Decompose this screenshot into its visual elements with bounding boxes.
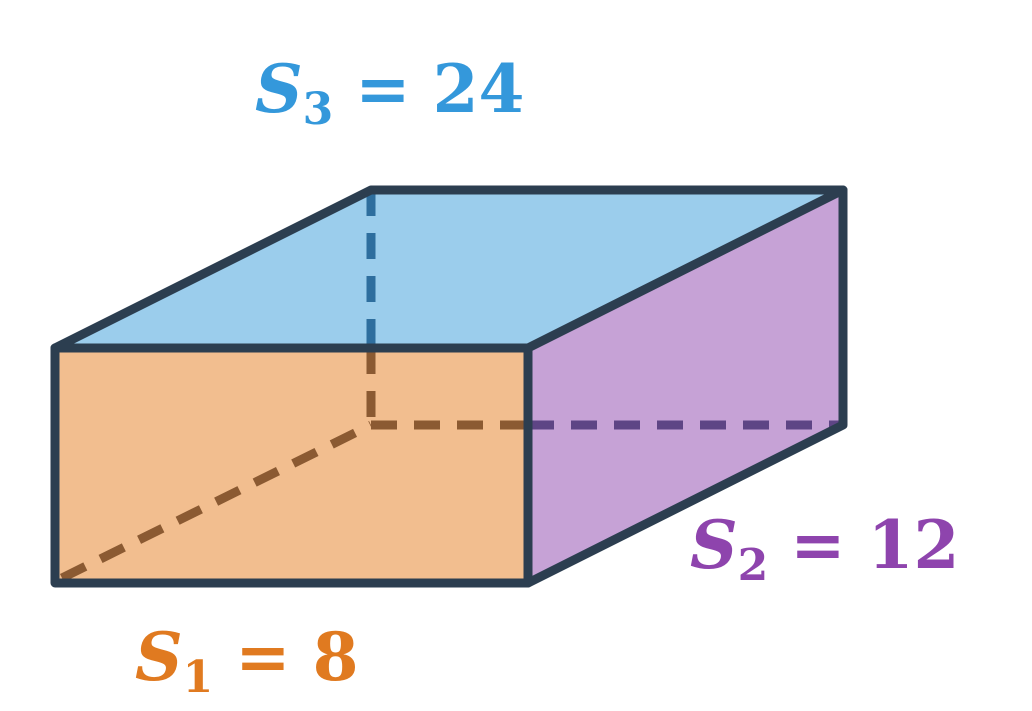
- s2-var: S: [690, 506, 738, 584]
- s2-sub: 2: [738, 540, 769, 591]
- front-face: [55, 348, 528, 583]
- side-face: [528, 190, 843, 583]
- s3-var: S: [255, 50, 303, 128]
- s3-sub: 3: [303, 84, 334, 135]
- s2-eq: =: [790, 506, 845, 584]
- top-face: [55, 190, 843, 348]
- s3-eq: =: [355, 50, 410, 128]
- s1-sub: 1: [183, 652, 214, 703]
- hidden-edge-diagonal: [60, 420, 373, 583]
- s3-label: S3 = 24: [255, 50, 524, 135]
- s2-label: S2 = 12: [690, 506, 959, 591]
- s2-value: 12: [868, 506, 960, 584]
- s1-var: S: [135, 618, 183, 696]
- visible-edges: [50, 185, 848, 588]
- s3-value: 24: [433, 50, 525, 128]
- s1-eq: =: [235, 618, 290, 696]
- s1-label: S1 = 8: [135, 618, 359, 703]
- s1-value: 8: [313, 618, 359, 696]
